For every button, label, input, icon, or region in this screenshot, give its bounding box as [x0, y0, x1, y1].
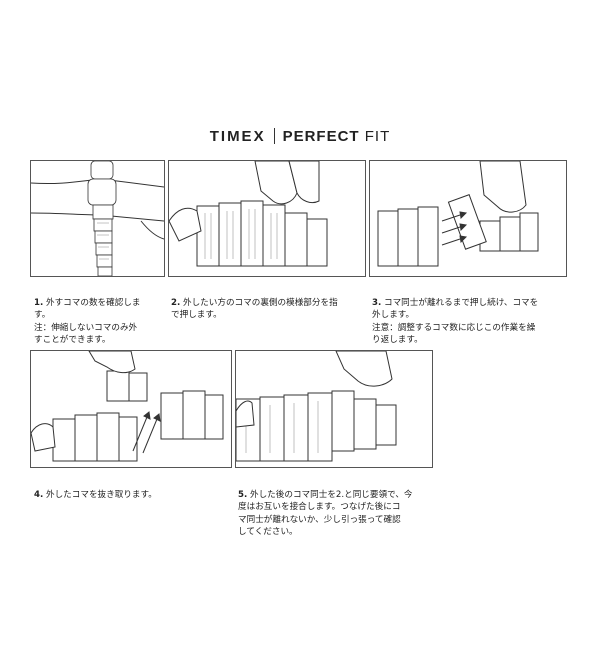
step-1-illustration — [30, 160, 165, 277]
step-4-illustration — [30, 350, 232, 468]
brand-name: TIMEX — [209, 128, 266, 145]
step-3-illustration — [369, 160, 567, 277]
step-4-number: 4. — [34, 490, 44, 501]
step-5-illustration — [235, 350, 433, 468]
step-1-text: 外すコマの数を確認しま す。 注：伸縮しないコマのみ外 すことができます。 — [34, 298, 141, 345]
rejoin-link-drawing — [236, 351, 397, 462]
separate-link-drawing — [377, 161, 539, 267]
step-3-caption: 3. コマ同士が離れるまで押し続け、コマを 外します。 注意：調整するコマ数に応… — [372, 285, 567, 346]
step-5-caption: 5. 外した後のコマ同士を2.と同じ要領で、今 度はお互いを接合します。つなげた… — [238, 477, 438, 538]
tagline-bold: PERFECT — [282, 128, 360, 145]
step-4-text: 外したコマを抜き取ります。 — [45, 490, 157, 501]
wrist-watch-drawing — [31, 161, 164, 276]
brand-header: TIMEX PERFECT FIT — [0, 128, 600, 145]
step-5-text: 外した後のコマ同士を2.と同じ要領で、今 度はお互いを接合します。つなげた後にコ… — [238, 490, 413, 537]
step-1-caption: 1. 外すコマの数を確認しま す。 注：伸縮しないコマのみ外 すことができます。 — [34, 285, 164, 346]
step-2-number: 2. — [171, 298, 181, 309]
step-3-text: コマ同士が離れるまで押し続け、コマを 外します。 注意：調整するコマ数に応じこの… — [372, 298, 539, 345]
step-1-number: 1. — [34, 298, 44, 309]
step-2-illustration — [168, 160, 366, 277]
step-3-number: 3. — [372, 298, 382, 309]
step-2-caption: 2. 外したい方のコマの裏側の模様部分を指 で押します。 — [171, 285, 366, 322]
step-4-caption: 4. 外したコマを抜き取ります。 — [34, 477, 229, 501]
brand-divider — [273, 128, 275, 144]
step-2-text: 外したい方のコマの裏側の模様部分を指 で押します。 — [171, 298, 338, 321]
remove-link-drawing — [31, 351, 224, 462]
tagline-light: FIT — [364, 128, 391, 145]
step-5-number: 5. — [238, 490, 248, 501]
press-link-drawing — [169, 161, 328, 267]
